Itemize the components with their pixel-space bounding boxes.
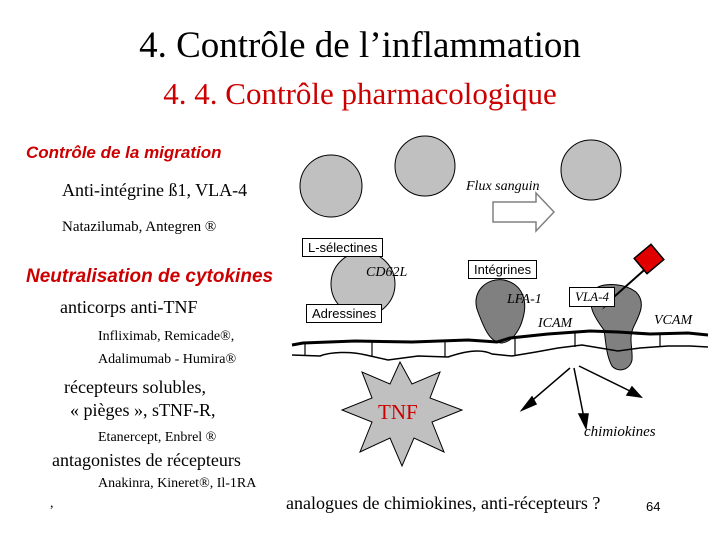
anti-integrin-text: Anti-intégrine ß1, VLA-4 xyxy=(62,180,248,200)
tnf-label: TNF xyxy=(378,400,418,424)
slide-subtitle: 4. 4. Contrôle pharmacologique xyxy=(163,76,557,111)
vcam-label: VCAM xyxy=(654,313,693,328)
page-number: 64 xyxy=(646,499,661,514)
infliximab-text: Infliximab, Remicade®, xyxy=(98,329,235,344)
antagonistes-text: antagonistes de récepteurs xyxy=(52,450,241,470)
endothelium-lower xyxy=(291,344,709,361)
rolling-cell xyxy=(475,279,526,344)
chemokine-arrows xyxy=(519,365,643,431)
adressines-label: Adressines xyxy=(306,304,383,323)
anticorps-text: anticorps anti-TNF xyxy=(60,297,198,317)
slide-title: 4. Contrôle de l’inflammation xyxy=(139,25,581,66)
leukocyte-1 xyxy=(299,154,363,218)
natalizumab-text: Natazilumab, Antegren ® xyxy=(62,219,217,235)
endothelium-upper xyxy=(291,329,709,347)
chemokine-analogues-text: analogues de chimiokines, anti-récepteur… xyxy=(286,493,601,513)
l-selectines-label: L-sélectines xyxy=(302,238,384,257)
integrines-label: Intégrines xyxy=(468,260,538,279)
flux-label: Flux sanguin xyxy=(466,179,540,194)
recepteurs-text: récepteurs solubles, xyxy=(64,377,206,397)
cd62l-label: CD62L xyxy=(366,265,408,280)
blood-flow-arrow xyxy=(492,191,556,233)
pieges-text: « pièges », s‌TNF-R, xyxy=(70,400,216,420)
vla4-label: VLA-4 xyxy=(569,287,615,307)
neutralisation-heading: Neutralisation de cytokines xyxy=(26,266,274,287)
leukocyte-3 xyxy=(560,139,622,201)
anakinra-text: Anakinra, Kineret®, Il-1RA xyxy=(98,476,257,491)
leukocyte-2 xyxy=(394,135,456,197)
etanercept-text: Etanercept, Enbrel ® xyxy=(98,430,217,445)
migration-heading: Contrôle de la migration xyxy=(26,143,222,162)
adalimumab-text: Adalimumab - Humira® xyxy=(98,352,237,367)
icam-label: ICAM xyxy=(538,316,573,331)
tnf-burst xyxy=(340,360,464,468)
chimiokines-label: chimiokines xyxy=(584,424,656,440)
comma-mark: , xyxy=(50,496,54,511)
lfa1-label: LFA-1 xyxy=(507,292,542,307)
